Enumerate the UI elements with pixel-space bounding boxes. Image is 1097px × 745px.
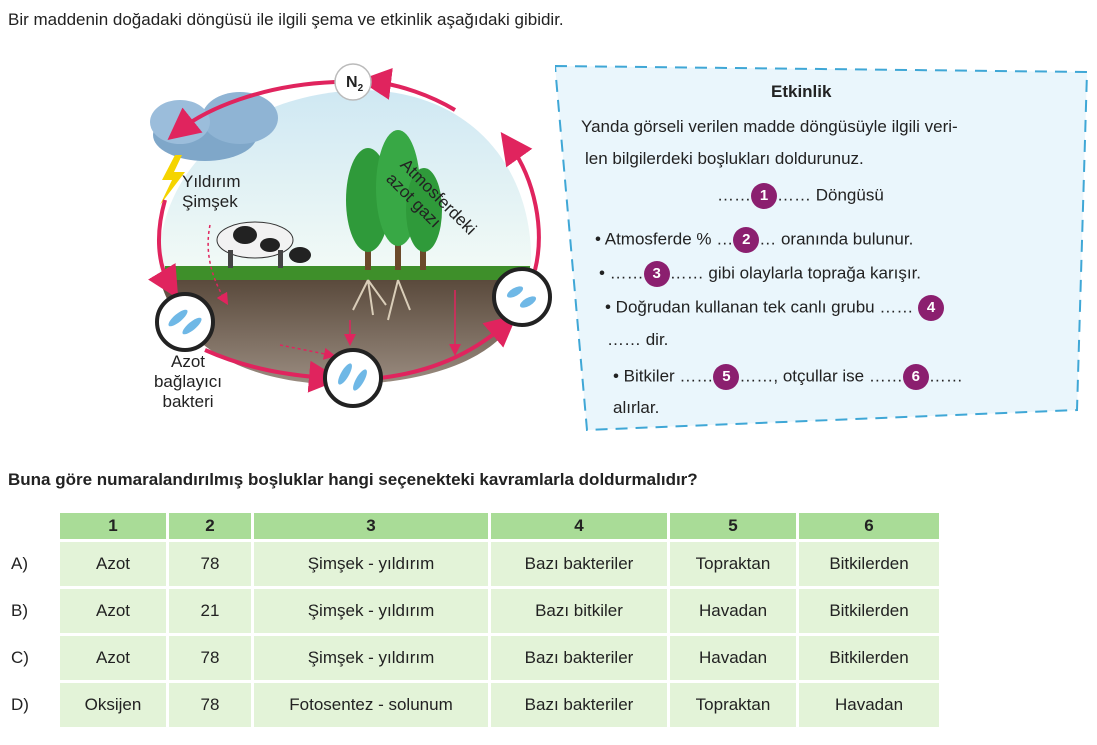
option-row-c[interactable]: C) Azot 78 Şimşek - yıldırım Bazı bakter…: [11, 636, 939, 680]
table-cell: Topraktan: [670, 542, 796, 586]
table-cell: Şimşek - yıldırım: [254, 542, 488, 586]
blank-4-badge: 4: [918, 295, 945, 321]
option-row-b[interactable]: B) Azot 21 Şimşek - yıldırım Bazı bitkil…: [11, 589, 939, 633]
activity-title: Etkinlik: [771, 82, 832, 101]
diagram-illustration: [148, 63, 552, 408]
bacteria-circle-left-icon: [155, 292, 215, 352]
table-cell: Şimşek - yıldırım: [254, 589, 488, 633]
table-corner: [11, 513, 57, 539]
lightning-label: Yıldırım Şimşek: [182, 172, 241, 211]
table-cell: Bazı bakteriler: [491, 683, 667, 727]
table-cell: 78: [169, 542, 251, 586]
bullet-3: • Doğrudan kullanan tek canlı grubu …… 4: [605, 295, 945, 321]
bacteria-circle-right-icon: [492, 267, 552, 327]
nitrogen-fixing-bacteria-label: Azot bağlayıcı bakteri: [153, 352, 223, 411]
table-cell: Oksijen: [60, 683, 166, 727]
header-col-5: 5: [670, 513, 796, 539]
soil-area: [160, 280, 530, 385]
intro-text: Bir maddenin doğadaki döngüsü ile ilgili…: [8, 10, 564, 29]
bullet-4: • Bitkiler ……5……, otçullar ise ……6……: [613, 364, 963, 390]
header-col-1: 1: [60, 513, 166, 539]
cycle-line: ……1…… Döngüsü: [717, 183, 884, 209]
option-row-d[interactable]: D) Oksijen 78 Fotosentez - solunum Bazı …: [11, 683, 939, 727]
table-cell: Fotosentez - solunum: [254, 683, 488, 727]
lightning-icon: [160, 155, 185, 205]
option-label[interactable]: A): [11, 542, 57, 586]
blank-3-badge: 3: [643, 261, 670, 287]
bullet-1: • Atmosferde % …2… oranında bulunur.: [595, 227, 913, 253]
table-cell: Topraktan: [670, 683, 796, 727]
blank-6-badge: 6: [902, 364, 929, 390]
blank-1-badge: 1: [751, 183, 777, 209]
bullet-3-line-2: …… dir.: [607, 330, 669, 349]
bullet-2: • ……3…… gibi olaylarla toprağa karışır.: [599, 261, 921, 287]
header-col-2: 2: [169, 513, 251, 539]
table-cell: 78: [169, 636, 251, 680]
activity-intro-line-2: len bilgilerdeki boşlukları doldurunuz.: [585, 149, 864, 168]
trees-icon: [346, 130, 442, 270]
header-col-4: 4: [491, 513, 667, 539]
table-header-row: 1 2 3 4 5 6: [11, 513, 939, 539]
blank-2-badge: 2: [733, 227, 760, 253]
activity-panel-frame: [555, 64, 1089, 432]
table-cell: 78: [169, 683, 251, 727]
table-cell: Bitkilerden: [799, 589, 939, 633]
options-table: 1 2 3 4 5 6 A) Azot 78 Şimşek - yıldırım…: [8, 510, 942, 730]
table-cell: 21: [169, 589, 251, 633]
table-cell: Havadan: [670, 636, 796, 680]
table-cell: Bazı bakteriler: [491, 636, 667, 680]
table-cell: Havadan: [799, 683, 939, 727]
table-cell: Bazı bakteriler: [491, 542, 667, 586]
blank-5-badge: 5: [713, 364, 740, 390]
table-cell: Azot: [60, 589, 166, 633]
table-cell: Bazı bitkiler: [491, 589, 667, 633]
roots-icon: [352, 279, 411, 321]
table-cell: Bitkilerden: [799, 636, 939, 680]
question-text: Buna göre numaralandırılmış boşluklar ha…: [8, 470, 698, 489]
table-cell: Azot: [60, 542, 166, 586]
bullet-4-line-2: alırlar.: [613, 398, 660, 417]
activity-panel: Etkinlik Yanda görseli verilen madde dön…: [555, 64, 1089, 432]
table-cell: Havadan: [670, 589, 796, 633]
grass-strip: [165, 266, 530, 280]
activity-intro-line-1: Yanda görseli verilen madde döngüsüyle i…: [581, 117, 958, 136]
n2-label: N2: [346, 74, 364, 95]
option-label[interactable]: B): [11, 589, 57, 633]
table-cell: Bitkilerden: [799, 542, 939, 586]
table-cell: Azot: [60, 636, 166, 680]
table-cell: Şimşek - yıldırım: [254, 636, 488, 680]
option-label[interactable]: D): [11, 683, 57, 727]
bacteria-circle-bottom-icon: [323, 348, 383, 408]
cow-icon: [216, 221, 311, 268]
header-col-6: 6: [799, 513, 939, 539]
option-label[interactable]: C): [11, 636, 57, 680]
option-row-a[interactable]: A) Azot 78 Şimşek - yıldırım Bazı bakter…: [11, 542, 939, 586]
n2-molecule-icon: [334, 63, 372, 101]
header-col-3: 3: [254, 513, 488, 539]
nitrogen-cycle-diagram: N2 Atmosferdeki azot gazı Yıldırım Şimşe…: [110, 60, 560, 430]
